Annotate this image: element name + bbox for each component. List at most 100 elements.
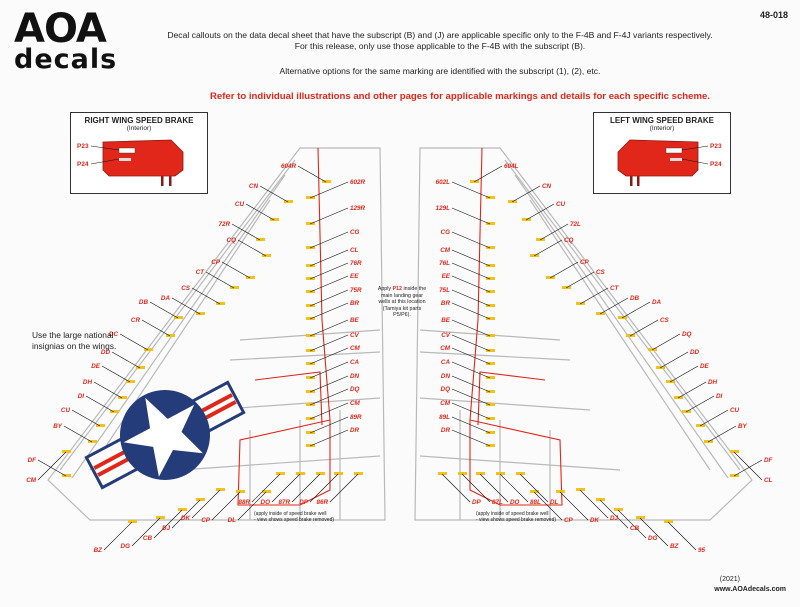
leader-line: [231, 223, 261, 241]
stencil-mark: [596, 498, 605, 501]
leader-line: [699, 409, 729, 427]
leader-line: [191, 287, 221, 305]
apply-note-right-l2: - view shows speed brake removed): [476, 517, 557, 523]
website: www.AOAdecals.com: [714, 586, 786, 593]
callout-label: BY: [53, 423, 63, 430]
leader-line: [519, 473, 549, 503]
stencil-mark: [486, 334, 495, 337]
callout-label: DQ: [350, 386, 360, 393]
leader-line: [149, 301, 179, 319]
callout-label: DN: [350, 373, 360, 380]
leader-line: [171, 297, 201, 315]
leader-line: [451, 347, 491, 365]
callout-label: DD: [101, 349, 111, 356]
leader-line: [451, 207, 491, 225]
callout-label: BE: [350, 317, 360, 324]
leader-line: [191, 489, 221, 519]
gear-note-l1: Apply: [377, 286, 393, 292]
leader-line: [511, 185, 541, 203]
speed-brake-well-note-left: (apply inside of speed brake well - view…: [254, 511, 334, 523]
stencil-mark: [354, 472, 363, 475]
leader-line: [309, 231, 349, 249]
leader-line: [451, 289, 491, 307]
callout-label: DQ: [682, 331, 692, 338]
leader-line: [539, 223, 569, 241]
stencil-mark: [476, 472, 485, 475]
leader-line: [141, 319, 171, 337]
callout-label: CT: [610, 285, 620, 292]
leader-line: [451, 402, 491, 420]
leader-line: [93, 381, 123, 399]
leader-line: [309, 388, 349, 406]
callout-label: CP: [580, 259, 590, 266]
callout-label: CM: [440, 400, 451, 407]
callout-label: CU: [235, 201, 245, 208]
callout-label: CP: [211, 259, 221, 266]
leader-line: [451, 262, 491, 280]
callout-label: DE: [91, 363, 101, 370]
stencil-mark: [118, 396, 127, 399]
leader-line: [451, 249, 491, 267]
stencil-mark: [636, 516, 645, 519]
leader-line: [451, 334, 491, 352]
apply-note-right-l1: (apply inside of speed brake well: [476, 511, 549, 517]
leader-line: [533, 239, 563, 257]
right-brake-subtitle: (Interior): [126, 125, 152, 132]
leader-line: [211, 491, 241, 521]
leader-line: [617, 509, 647, 539]
callout-label: CN: [249, 183, 259, 190]
leader-line: [171, 499, 201, 529]
leader-line: [245, 203, 275, 221]
leader-line: [565, 271, 595, 289]
apply-note-left-l1: (apply inside of speed brake well: [254, 511, 327, 517]
apply-note-left-l2: - view shows speed brake removed): [254, 517, 335, 523]
callout-label: CB: [630, 525, 640, 532]
stencil-mark: [296, 472, 305, 475]
red-well-outlines: [237, 147, 563, 506]
stencil-mark: [262, 254, 271, 257]
stencil-mark: [322, 180, 331, 183]
stencil-mark: [730, 450, 739, 453]
leader-line: [499, 473, 529, 503]
leader-line: [309, 402, 349, 420]
leader-line: [297, 165, 327, 183]
callout-label: 89L: [439, 414, 450, 421]
stencil-mark: [126, 380, 135, 383]
stencil-mark: [496, 472, 505, 475]
leader-line: [329, 473, 359, 503]
stencil-mark: [486, 277, 495, 280]
callout-label: DR: [350, 427, 360, 434]
callout-label: DB: [630, 295, 640, 302]
callout-label: DR: [441, 427, 451, 434]
gear-note-l2: main landing gear: [380, 292, 424, 299]
leader-line: [309, 416, 349, 434]
leader-line: [707, 425, 737, 443]
callout-label: CT: [196, 269, 206, 276]
callout-label: DP: [299, 499, 309, 506]
callout-label: CU: [556, 201, 566, 208]
leader-line: [599, 499, 629, 529]
stencil-mark: [110, 410, 119, 413]
callout-label: CM: [440, 247, 451, 254]
leader-line: [579, 287, 609, 305]
stencil-mark: [96, 424, 105, 427]
callout-label: DI: [78, 393, 85, 400]
leader-line: [221, 261, 251, 279]
stencil-mark: [486, 376, 495, 379]
callout-label: DI: [716, 393, 723, 400]
stencil-mark: [284, 200, 293, 203]
leader-line: [451, 416, 491, 434]
leader-line: [309, 375, 349, 393]
leader-line: [309, 181, 349, 199]
callout-label: DJ: [162, 525, 171, 532]
callout-label: DB: [139, 299, 149, 306]
header-line-3: Alternative options for the same marking…: [279, 66, 601, 76]
stencil-mark: [196, 498, 205, 501]
callout-label: DA: [652, 299, 662, 306]
leader-line: [37, 459, 67, 477]
stencil-mark: [486, 417, 495, 420]
leader-line: [451, 231, 491, 249]
gear-note-l1b: inside the: [402, 286, 427, 292]
leader-line: [309, 347, 349, 365]
